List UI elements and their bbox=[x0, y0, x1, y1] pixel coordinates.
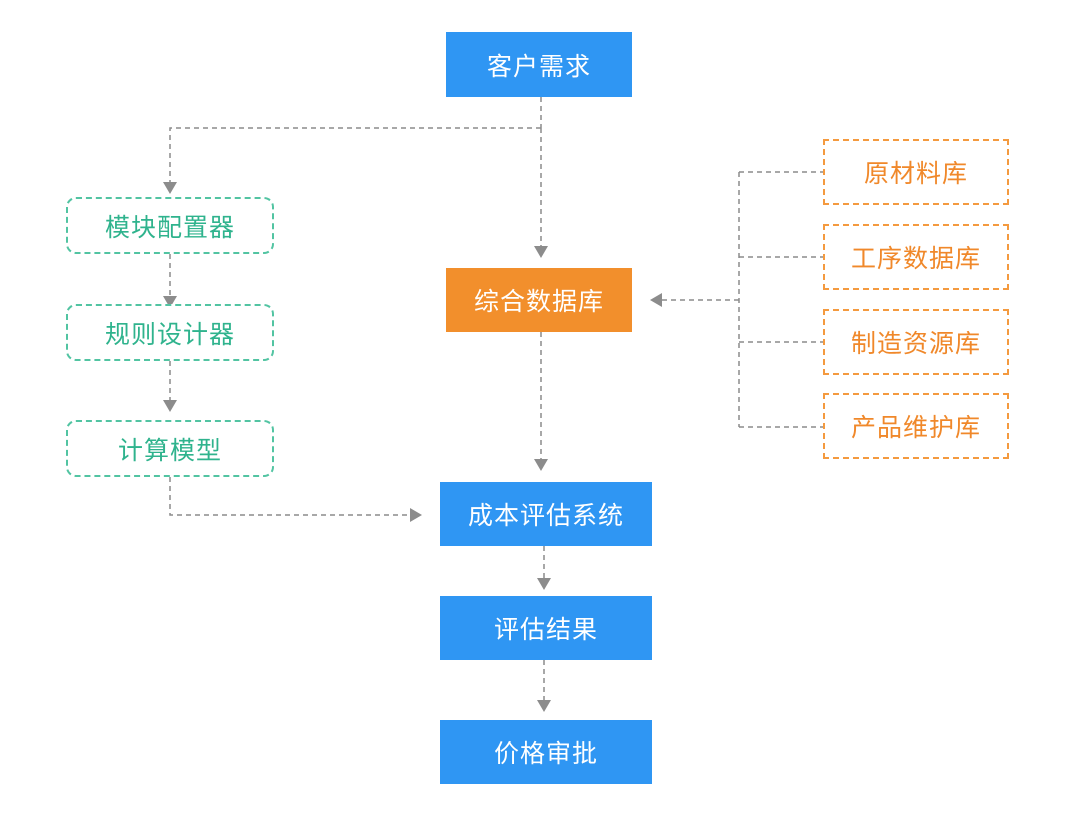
customer-demand-node: 客户需求 bbox=[446, 32, 632, 97]
manufacturing-resource-library-node: 制造资源库 bbox=[823, 309, 1009, 375]
arrowhead-evaluation-result bbox=[537, 578, 551, 590]
arrowhead-database-right bbox=[650, 293, 662, 307]
cost-evaluation-system-node: 成本评估系统 bbox=[440, 482, 652, 546]
module-configurator-node: 模块配置器 bbox=[66, 197, 274, 254]
integrated-database-node: 综合数据库 bbox=[446, 268, 632, 332]
product-maintenance-library-node: 产品维护库 bbox=[823, 393, 1009, 459]
arrowhead-price-approval bbox=[537, 700, 551, 712]
arrowhead-module-configurator bbox=[163, 182, 177, 194]
evaluation-result-node: 评估结果 bbox=[440, 596, 652, 660]
arrowhead-rule-designer bbox=[163, 296, 177, 308]
arrowhead-cost-evaluation-top bbox=[534, 459, 548, 471]
rule-designer-node: 规则设计器 bbox=[66, 304, 274, 361]
connector-calc-to-cost-evaluation bbox=[169, 477, 410, 516]
arrowhead-integrated-database bbox=[534, 246, 548, 258]
process-database-node: 工序数据库 bbox=[823, 224, 1009, 290]
arrowhead-cost-evaluation-left bbox=[410, 508, 422, 522]
connector-branch-to-module-configurator bbox=[169, 127, 541, 182]
arrowhead-calculation-model bbox=[163, 400, 177, 412]
calculation-model-node: 计算模型 bbox=[66, 420, 274, 477]
raw-material-library-node: 原材料库 bbox=[823, 139, 1009, 205]
price-approval-node: 价格审批 bbox=[440, 720, 652, 784]
